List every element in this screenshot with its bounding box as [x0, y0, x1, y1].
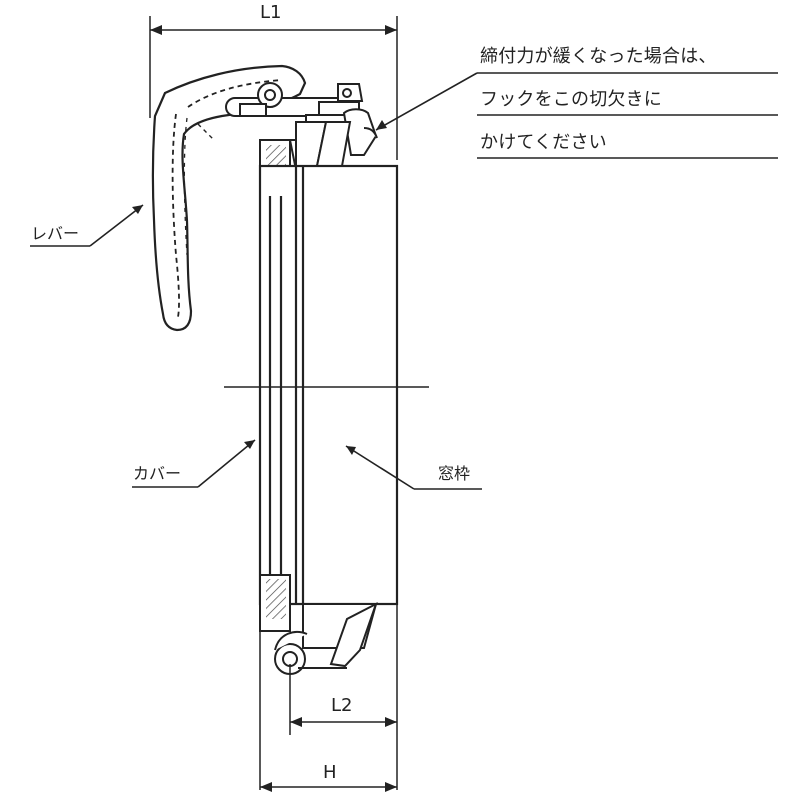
label-lever: レバー [31, 224, 80, 243]
note-line-1: 締付力が緩くなった場合は、 [480, 46, 717, 67]
lever-shape [151, 64, 307, 332]
dimension-label-h: H [323, 762, 337, 783]
dimension-label-l1: L1 [260, 2, 282, 23]
leader-lines [30, 72, 778, 490]
window-frame-body [258, 164, 399, 606]
note-line-3: かけてください [480, 132, 607, 153]
label-cover: カバー [133, 464, 182, 483]
note-line-2: フックをこの切欠きに [480, 89, 662, 110]
dimension-l1 [149, 16, 398, 160]
label-frame: 窓枠 [438, 464, 471, 483]
dimension-l2 [289, 604, 398, 735]
frame-bottom-section [259, 574, 378, 675]
dimension-h [259, 604, 398, 792]
dimension-label-l2: L2 [331, 695, 353, 716]
